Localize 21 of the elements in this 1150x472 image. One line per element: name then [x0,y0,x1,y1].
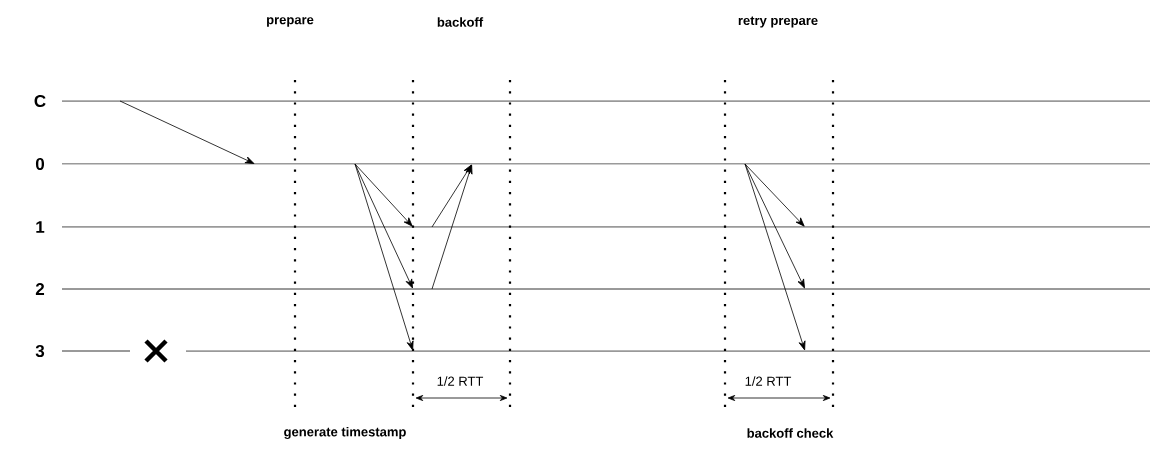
phase-label: generate timestamp [284,426,406,440]
phase-label: backoff check [747,428,834,438]
phase-label: prepare [267,17,314,27]
arrow [354,163,413,289]
arrow [354,163,413,227]
arrow [744,163,806,351]
lifeline: 3 [35,344,1150,358]
lifeline: C [34,95,1150,108]
arrow [744,163,805,289]
dimension-label: 1/2 RTT [743,375,793,387]
lifeline: 2 [35,283,1150,295]
arrow [354,163,414,351]
arrow [744,163,805,227]
arrow [119,100,255,164]
arrow [431,164,473,290]
lifeline: 1 [36,221,1150,233]
dimension-label: 1/2 RTT [435,375,485,387]
phase-label: backoff [437,17,484,27]
arrow [431,164,472,228]
lifeline: 0 [35,158,1150,171]
phase-label: retry prepare [738,16,818,28]
